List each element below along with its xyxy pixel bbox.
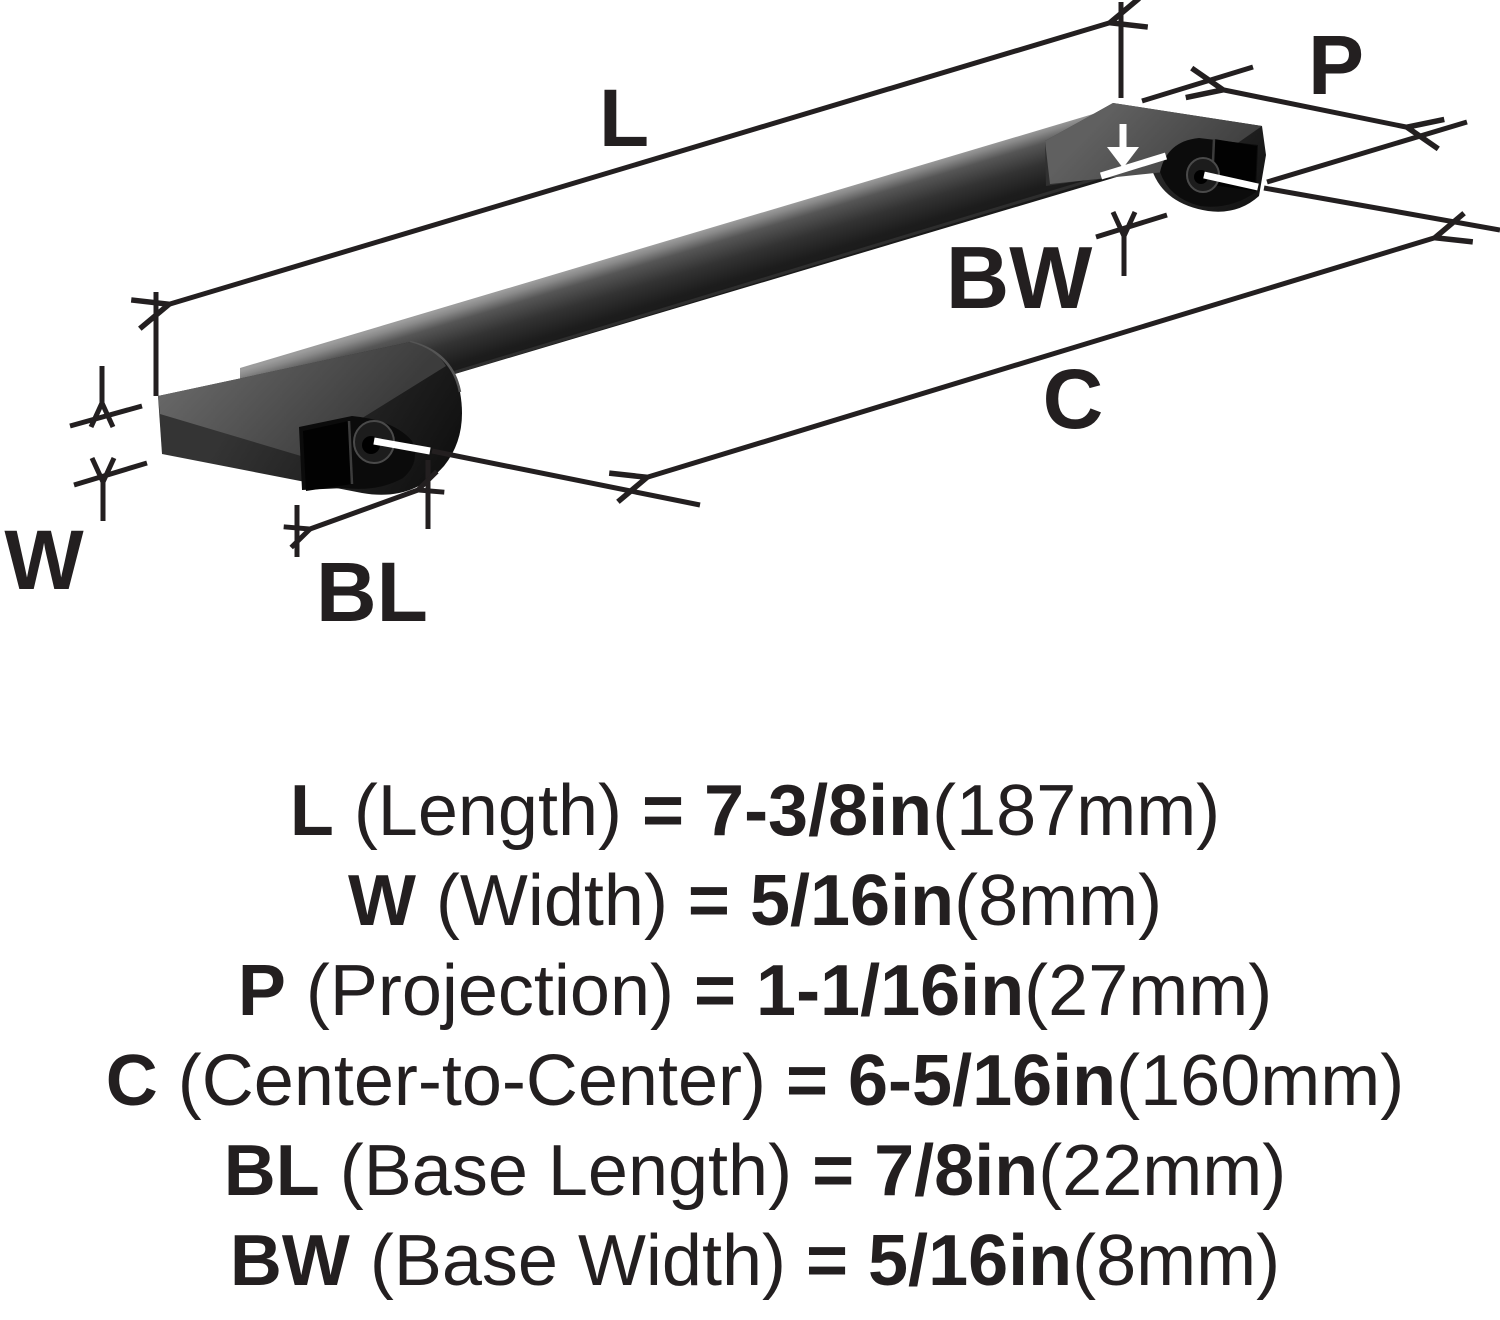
spec-row-projection: P(Projection)=1-1/16in(27mm) <box>0 946 1500 1036</box>
p-dimension-line <box>1224 90 1406 127</box>
spec-row-length: L(Length)=7-3/8in(187mm) <box>0 766 1500 856</box>
spec-value: 5/16in <box>868 1221 1073 1301</box>
spec-metric: (27mm) <box>1024 951 1273 1031</box>
p-tick <box>1141 64 1254 104</box>
spec-row-center-to-center: C(Center-to-Center)=6-5/16in(160mm) <box>0 1036 1500 1126</box>
c-label: C <box>1043 352 1104 446</box>
spec-row-base-width: BW(Base Width)=5/16in(8mm) <box>0 1216 1500 1306</box>
spec-abbr: BL <box>223 1131 320 1211</box>
dimension-lines <box>69 2 1500 557</box>
spec-name: (Base Length) <box>339 1131 793 1211</box>
l-label: L <box>599 73 649 164</box>
spec-metric: (187mm) <box>932 771 1221 851</box>
spec-abbr: P <box>237 951 286 1031</box>
bw-label: BW <box>946 228 1093 327</box>
l-dimension-line <box>170 23 1109 304</box>
left-screw-axis-white <box>373 437 431 455</box>
p-label: P <box>1308 18 1364 112</box>
left-base-recess <box>303 421 352 491</box>
left-base <box>158 340 462 495</box>
spec-name: (Length) <box>353 771 622 851</box>
dimension-labels: L P BW C W BL <box>4 18 1364 639</box>
dimension-spec-list: L(Length)=7-3/8in(187mm) W(Width)=5/16in… <box>0 766 1500 1306</box>
left-screw-axis-line <box>431 448 701 508</box>
bw-tick <box>1095 212 1168 240</box>
left-base-cap-highlight <box>409 340 462 393</box>
p-witness-line <box>1266 119 1468 185</box>
spec-value: 5/16in <box>749 861 955 941</box>
spec-name: (Width) <box>435 861 668 941</box>
w-tick-bottom <box>73 460 148 488</box>
spec-abbr: L <box>289 771 334 851</box>
spec-equals: = <box>641 771 685 851</box>
spec-equals: = <box>805 1221 849 1301</box>
spec-metric: (22mm) <box>1038 1131 1287 1211</box>
spec-equals: = <box>812 1131 855 1211</box>
spec-equals: = <box>693 951 737 1031</box>
spec-equals: = <box>785 1041 829 1121</box>
spec-value: 6-5/16in <box>848 1041 1117 1121</box>
spec-abbr: BW <box>229 1221 350 1301</box>
spec-name: (Base Width) <box>369 1221 786 1301</box>
spec-value: 1-1/16in <box>756 951 1025 1031</box>
right-screw-axis-white <box>1203 171 1259 191</box>
spec-abbr: C <box>105 1041 158 1121</box>
left-base-top-face <box>158 342 446 456</box>
bl-label: BL <box>316 545 428 639</box>
handle-diagram-canvas: L P BW C W BL <box>4 0 1500 639</box>
spec-name: (Center-to-Center) <box>177 1041 766 1121</box>
spec-name: (Projection) <box>305 951 674 1031</box>
spec-metric: (8mm) <box>954 861 1163 941</box>
w-label: W <box>4 513 84 607</box>
spec-equals: = <box>687 861 730 941</box>
spec-metric: (160mm) <box>1116 1041 1405 1121</box>
right-screw-axis-line <box>1263 185 1500 233</box>
spec-abbr: W <box>347 861 416 941</box>
w-tick-top <box>69 403 143 429</box>
spec-value: 7-3/8in <box>704 771 933 851</box>
spec-row-width: W(Width)=5/16in(8mm) <box>0 856 1500 946</box>
spec-row-base-length: BL(Base Length)=7/8in(22mm) <box>0 1126 1500 1216</box>
spec-metric: (8mm) <box>1072 1221 1281 1301</box>
bl-dimension-line <box>310 490 418 529</box>
c-dimension-line <box>648 238 1434 477</box>
spec-value: 7/8in <box>874 1131 1039 1211</box>
